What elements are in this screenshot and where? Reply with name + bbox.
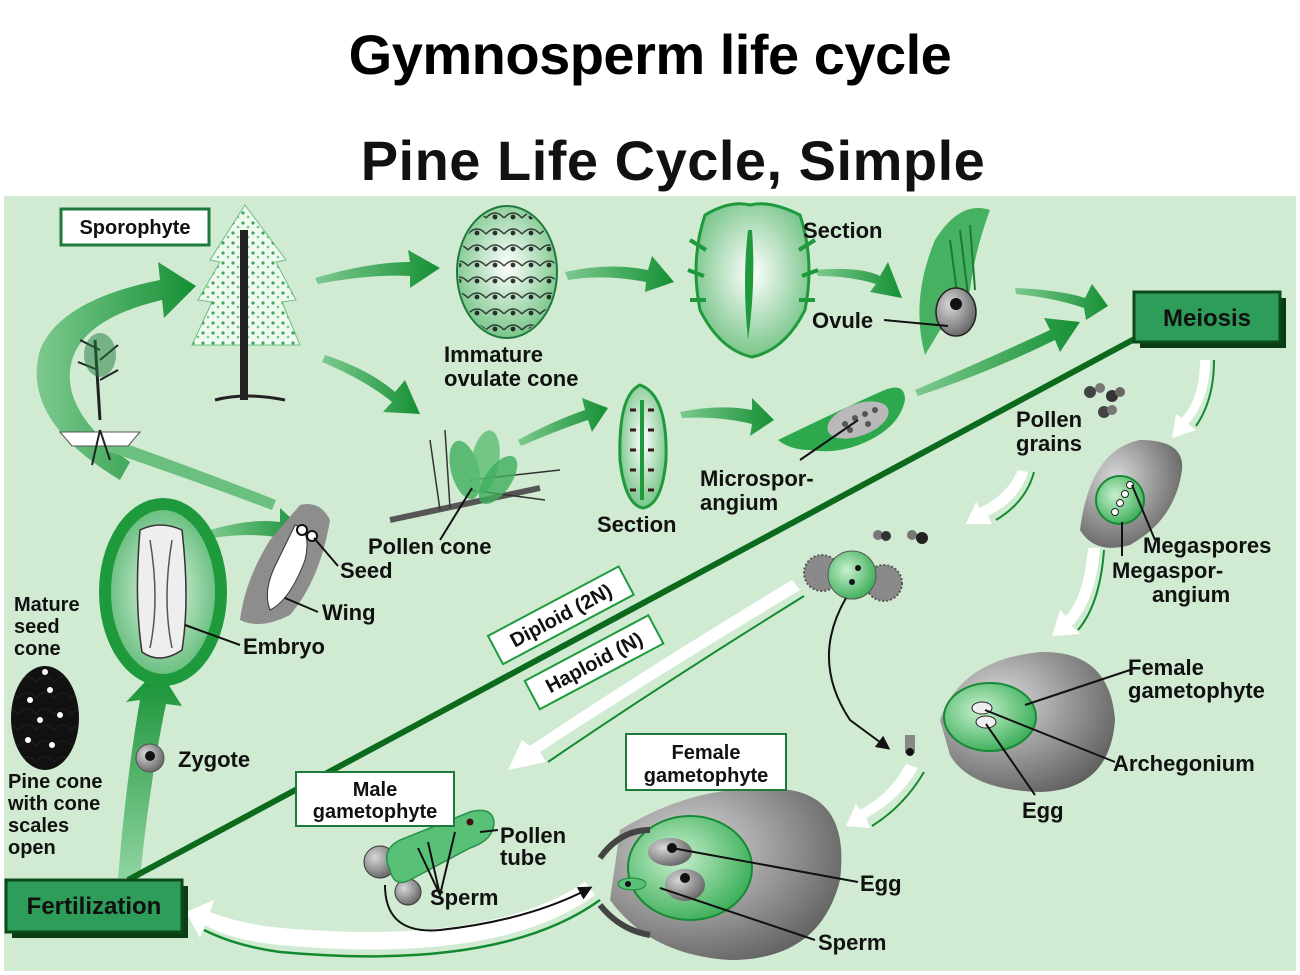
egg-right-label: Egg (1022, 798, 1064, 823)
green-arrow-tree-to-ovulate-cone (315, 250, 440, 288)
white-arrow-to-fertilization (186, 882, 601, 958)
mature-seed-cone-label-3: cone (14, 638, 61, 660)
white-arrow-to-female-gametophyte (846, 764, 925, 828)
pollen-tube-label-1: Pollen (500, 823, 566, 848)
pine-cone-label-3: scales (8, 815, 69, 837)
green-arrow-seed-to-seedling (104, 438, 276, 510)
immature-ovulate-cone-illustration (456, 205, 558, 339)
female-gametophyte-ovule-illustration (905, 651, 1131, 796)
white-arrow-meiosis-to-megasporangium (1172, 359, 1215, 438)
mature-pine-tree-illustration (191, 204, 301, 402)
zygote-illustration (135, 743, 165, 773)
pollen-grains-label-2: grains (1016, 431, 1082, 456)
green-arrow-section-to-microsporangium (680, 398, 774, 436)
immature-ovulate-cone-label-2: ovulate cone (444, 366, 578, 391)
embryo-label: Embryo (243, 634, 325, 659)
megasporangium-illustration (1080, 440, 1183, 556)
female-gametophyte-box-line2: gametophyte (644, 765, 768, 787)
zygote-label: Zygote (178, 747, 250, 772)
pollen-cone-section-illustration (618, 383, 668, 510)
slide-title: Gymnosperm life cycle (348, 23, 952, 86)
winged-seed-illustration (240, 504, 339, 624)
female-gametophyte-label-1: Female (1128, 655, 1204, 680)
fertilization-box: Fertilization (4, 878, 188, 938)
white-arrow-megasporangium-to-female (1052, 548, 1105, 636)
mature-seed-cone-label-1: Mature (14, 594, 80, 616)
green-arrow-tree-to-pollen-cone (322, 355, 420, 414)
section-bottom-label: Section (597, 512, 676, 537)
section-top-label: Section (803, 218, 882, 243)
meiosis-box: Meiosis (1132, 290, 1286, 348)
green-arrow-microsporangium-to-meiosis (915, 318, 1080, 396)
sperm-male-label: Sperm (430, 885, 498, 910)
megasporangium-label-1: Megaspor- (1112, 558, 1223, 583)
ovule-scale-illustration (919, 208, 990, 355)
fertilization-label: Fertilization (27, 893, 162, 920)
pine-cone-label-4: open (8, 837, 56, 859)
male-gametophyte-box-line2: gametophyte (313, 801, 437, 823)
megasporangium-label-2: angium (1152, 582, 1230, 607)
green-arrow-ovule-to-meiosis (1015, 284, 1108, 320)
pollen-grains-cluster-illustration (1084, 383, 1125, 418)
fertilization-ovule-illustration (597, 788, 859, 960)
sporophyte-box: Sporophyte (59, 207, 211, 247)
green-arrow-pollen-cone-to-section (518, 398, 608, 446)
green-arrow-section-to-ovule (815, 262, 902, 298)
female-gametophyte-label-2: gametophyte (1128, 678, 1265, 703)
green-arrow-seedling-to-tree (36, 262, 196, 480)
female-gametophyte-box-line1: Female (672, 742, 741, 764)
pine-cone-label-2: with cone (7, 793, 100, 815)
pine-cone-label-1: Pine cone (8, 771, 102, 793)
green-arrow-zygote-to-seed-cone (118, 668, 182, 878)
sporophyte-label: Sporophyte (79, 217, 190, 239)
male-gametophyte-illustration (363, 809, 593, 932)
microsporangium-illustration (778, 387, 905, 461)
green-arrow-ovulate-cone-to-section (565, 256, 674, 292)
seedling-illustration (58, 333, 142, 466)
winged-pollen-grain-illustration (803, 550, 903, 750)
male-gametophyte-box: Male gametophyte (295, 771, 455, 827)
egg-bottom-label: Egg (860, 871, 902, 896)
mature-seed-cone-label-2: seed (14, 616, 60, 638)
archegonium-label: Archegonium (1113, 751, 1255, 776)
small-pollen-grains-illustration (873, 530, 928, 544)
male-gametophyte-box-line1: Male (353, 779, 397, 801)
white-arrow-pollen-to-male-gametophyte (508, 580, 805, 770)
pine-cone-illustration (11, 666, 79, 770)
ovule-label: Ovule (812, 308, 873, 333)
white-arrow-pollen-grains-down (966, 470, 1035, 524)
figure-title: Pine Life Cycle, Simple (360, 129, 986, 192)
female-gametophyte-box: Female gametophyte (625, 733, 787, 791)
pollen-grains-label-1: Pollen (1016, 407, 1082, 432)
pollen-tube-label-2: tube (500, 845, 546, 870)
ovulate-cone-section-illustration (687, 202, 819, 359)
microsporangium-label-1: Microspor- (700, 466, 814, 491)
meiosis-label: Meiosis (1163, 305, 1251, 332)
pollen-cone-label: Pollen cone (368, 534, 491, 559)
seed-embryo-illustration (99, 498, 241, 686)
megaspores-label: Megaspores (1143, 533, 1271, 558)
wing-label: Wing (322, 600, 376, 625)
immature-ovulate-cone-label-1: Immature (444, 342, 543, 367)
sperm-bottom-label: Sperm (818, 930, 886, 955)
ovule-leader-line (883, 319, 949, 327)
microsporangium-label-2: angium (700, 490, 778, 515)
seed-label: Seed (340, 558, 393, 583)
pollen-cone-illustration (389, 429, 561, 541)
